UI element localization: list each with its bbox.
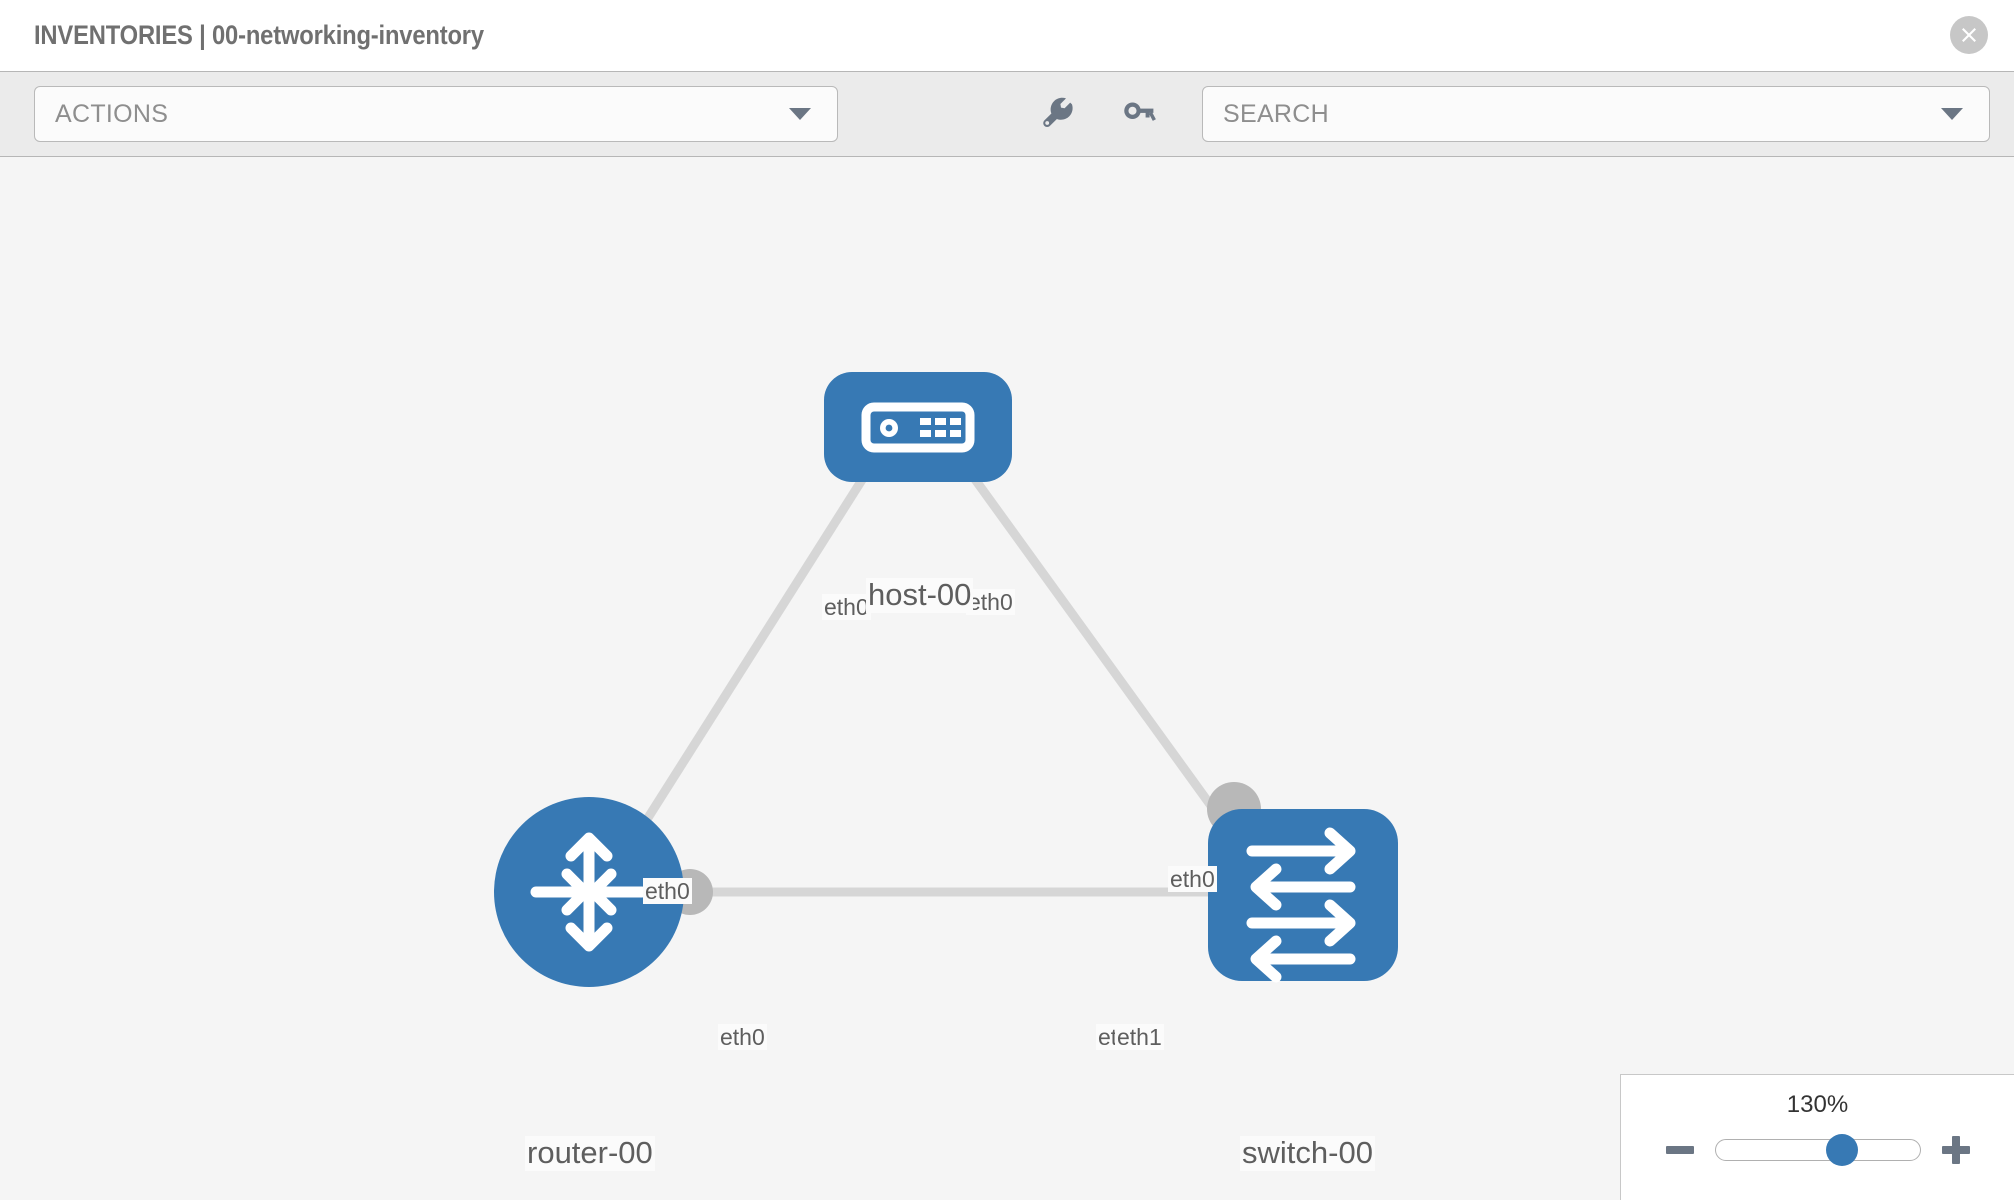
iface-label-host00-left[interactable]: eth0: [822, 594, 871, 621]
toolbar-icon-group: [1038, 94, 1158, 134]
close-button[interactable]: [1950, 16, 1988, 54]
topology-canvas[interactable]: eth0 eth0 eth0 eth0 eth0 eth0 eth1 host-…: [0, 157, 2014, 1200]
zoom-out-button[interactable]: [1663, 1133, 1697, 1167]
node-label-switch-00[interactable]: switch-00: [1240, 1135, 1375, 1171]
node-host-00[interactable]: [824, 372, 1012, 482]
server-icon: [861, 402, 975, 453]
key-button[interactable]: [1118, 94, 1158, 134]
zoom-level-value: 130%: [1786, 1091, 1849, 1118]
search-input[interactable]: SEARCH: [1202, 86, 1990, 142]
close-icon: [1962, 28, 1976, 42]
page-header: INVENTORIES | 00-networking-inventory: [0, 0, 2014, 71]
zoom-slider-thumb[interactable]: [1825, 1134, 1858, 1166]
wrench-icon: [1043, 97, 1073, 128]
node-switch-00[interactable]: [1208, 809, 1398, 983]
edge-host00-switch00[interactable]: [944, 439, 1252, 860]
iface-label-switch00-eth1[interactable]: eth1: [1115, 1024, 1164, 1051]
chevron-down-icon: [789, 108, 811, 120]
chevron-down-icon: [1941, 108, 1963, 120]
actions-dropdown[interactable]: ACTIONS: [34, 86, 838, 142]
topology-graph: [494, 372, 1398, 987]
toolbar: ACTIONS SEARCH: [0, 71, 2014, 157]
node-host-00-shape[interactable]: [824, 372, 1012, 482]
node-router-00[interactable]: [494, 797, 684, 987]
iface-label-router00-eth0[interactable]: eth0: [718, 1024, 767, 1051]
key-icon: [1124, 102, 1156, 121]
zoom-control-panel: 130%: [1620, 1074, 2014, 1200]
zoom-slider-row: [1621, 1133, 2014, 1167]
node-label-router-00[interactable]: router-00: [525, 1135, 655, 1171]
router-arrows-icon: [530, 832, 648, 952]
wrench-button[interactable]: [1038, 94, 1078, 134]
iface-label-switch00-upper[interactable]: eth0: [1168, 866, 1217, 893]
zoom-slider-track[interactable]: [1714, 1134, 1921, 1166]
edge-group: [616, 439, 1252, 897]
edge-host00-router00[interactable]: [616, 439, 890, 865]
search-placeholder: SEARCH: [1223, 99, 1329, 128]
actions-dropdown-label: ACTIONS: [55, 99, 169, 128]
zoom-in-button[interactable]: [1939, 1133, 1973, 1167]
switch-arrows-icon: [1246, 827, 1356, 983]
node-label-host-00[interactable]: host-00: [866, 577, 974, 613]
iface-label-host00-right[interactable]: eth0: [966, 589, 1015, 616]
page-title: INVENTORIES | 00-networking-inventory: [34, 20, 484, 50]
connector-group: [667, 419, 1261, 915]
iface-label-router00-upper[interactable]: eth0: [643, 878, 692, 905]
